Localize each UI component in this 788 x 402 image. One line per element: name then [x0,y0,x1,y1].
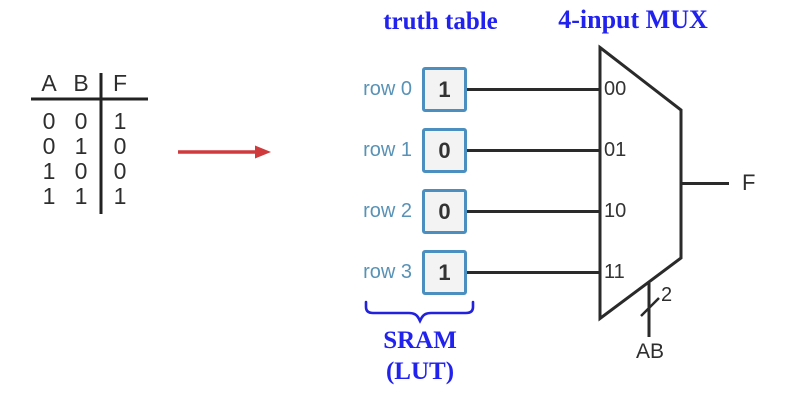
mux-input-label-10: 10 [604,200,627,222]
truth-table-header-f: F [112,70,128,96]
truth-table-cell: 1 [74,133,88,159]
sram-caption-line1: SRAM [383,327,457,354]
truth-table-cell: 0 [74,158,88,184]
select-bus-width-label: 2 [661,284,673,306]
truth-table-cell: 0 [42,108,56,134]
row-label-1: row 1 [363,139,412,161]
bus-width-slash [640,297,660,317]
sram-cell-0: 1 [422,67,467,112]
sram-caption: SRAM (LUT) [353,325,487,387]
sram-underbrace [364,300,475,324]
truth-table-heading: truth table [383,8,498,35]
sram-cell-1: 0 [422,128,467,173]
mux-input-label-11: 11 [604,261,625,283]
truth-table-cell: 0 [74,108,88,134]
truth-table-cell: 1 [42,183,56,209]
mux-input-label-01: 01 [604,139,627,161]
row-label-3: row 3 [363,261,412,283]
mapping-arrow [178,145,271,159]
truth-table-cell: 1 [42,158,56,184]
mux-body [598,44,683,322]
truth-table-cell: 1 [113,108,127,134]
truth-table-header-a: A [41,70,57,96]
mux-heading: 4-input MUX [558,5,708,34]
row-label-0: row 0 [363,78,412,100]
sram-cell-3: 1 [422,250,467,295]
truth-table-cell: 0 [113,158,127,184]
mux-select-label: AB [635,340,664,363]
row-label-2: row 2 [363,200,412,222]
mux-input-label-00: 00 [604,78,627,100]
mux-output-label: F [742,170,756,195]
truth-table-cell: 0 [42,133,56,159]
truth-table-cell: 1 [113,183,127,209]
sram-cell-2: 0 [422,189,467,234]
truth-table-cell: 1 [74,183,88,209]
sram-caption-line2: (LUT) [385,358,455,385]
truth-table-header-b: B [73,70,89,96]
truth-table-cell: 0 [113,133,127,159]
